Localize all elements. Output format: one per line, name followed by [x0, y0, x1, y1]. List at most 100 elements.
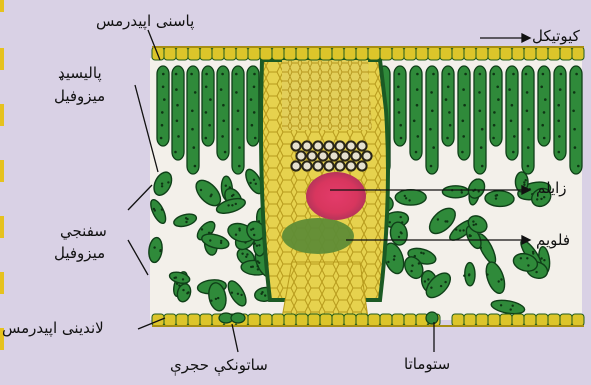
tissue-group	[148, 47, 584, 326]
chloroplast	[500, 304, 502, 306]
chloroplast	[536, 198, 538, 200]
chloroplast	[258, 244, 260, 246]
chloroplast	[253, 73, 256, 76]
lower-epidermis-cell	[536, 314, 548, 326]
chloroplast	[462, 88, 465, 91]
chloroplast	[194, 91, 197, 94]
palisade-cell	[570, 66, 582, 174]
chloroplast	[217, 297, 219, 299]
upper-epidermis-cell	[416, 47, 428, 60]
chloroplast	[251, 124, 254, 127]
chloroplast	[253, 234, 255, 236]
chloroplast	[182, 278, 184, 280]
lower-epidermis-cell	[272, 314, 284, 326]
palisade-cell	[490, 66, 502, 146]
label-upper-epidermis: پاسنی اپیدرمس	[96, 12, 194, 31]
chloroplast	[393, 255, 395, 257]
upper-epidermis-cell	[248, 47, 260, 60]
chloroplast	[413, 120, 416, 123]
chloroplast	[393, 258, 395, 260]
chloroplast	[492, 137, 495, 140]
upper-epidermis-cell	[404, 47, 416, 60]
upper-epidermis-cell	[464, 47, 476, 60]
chloroplast	[200, 189, 202, 191]
upper-epidermis-cell	[560, 47, 572, 60]
label-spongy-line1: سفنجي	[60, 222, 107, 241]
chloroplast	[444, 281, 446, 283]
upper-epidermis-cell	[548, 47, 560, 60]
chloroplast	[496, 86, 499, 89]
upper-epidermis-cell	[284, 47, 296, 60]
chloroplast	[558, 151, 561, 154]
chloroplast	[404, 195, 406, 197]
chloroplast	[253, 111, 256, 114]
lower-epidermis-cell	[380, 314, 392, 326]
chloroplast	[238, 165, 241, 168]
chloroplast	[175, 88, 178, 91]
chloroplast	[175, 73, 178, 76]
upper-epidermis-cell	[440, 47, 452, 60]
chloroplast	[446, 137, 449, 140]
chloroplast	[205, 73, 208, 76]
chloroplast	[190, 73, 193, 76]
chloroplast	[462, 135, 465, 138]
lower-epidermis-cell	[296, 314, 308, 326]
chloroplast	[543, 111, 546, 114]
palisade-cell	[522, 66, 534, 174]
lower-epidermis-cell	[500, 314, 512, 326]
upper-epidermis-cell	[296, 47, 308, 60]
chloroplast	[161, 185, 163, 187]
chloroplast	[237, 110, 240, 113]
spongy-cell	[442, 186, 468, 198]
chloroplast	[577, 165, 580, 168]
arrowhead	[522, 34, 530, 42]
chloroplast	[520, 257, 522, 259]
upper-epidermis-cell	[368, 47, 380, 60]
chloroplast	[253, 179, 255, 181]
lower-epidermis-cell	[344, 314, 356, 326]
chloroplast	[201, 228, 203, 230]
chloroplast	[162, 73, 165, 76]
label-guard-cells: ساتونکې حجرې	[170, 356, 268, 375]
palisade-cell	[172, 66, 184, 160]
upper-epidermis-cell	[392, 47, 404, 60]
chloroplast	[437, 218, 439, 220]
chloroplast	[161, 124, 164, 127]
chloroplast	[424, 280, 426, 282]
chloroplast	[496, 194, 498, 196]
chloroplast	[235, 203, 237, 205]
chloroplast	[462, 120, 465, 123]
label-palisade-line2: میزوفیل	[54, 87, 105, 106]
palisade-cell	[187, 66, 199, 174]
chloroplast	[573, 128, 576, 131]
chloroplast	[541, 124, 544, 127]
chloroplast	[182, 289, 184, 291]
chloroplast	[225, 185, 227, 187]
chloroplast	[527, 146, 530, 149]
label-cuticle: کیوتیکل	[532, 27, 580, 46]
upper-epidermis-cell	[212, 47, 224, 60]
chloroplast	[235, 91, 238, 94]
midrib-lower-collenchyma	[282, 262, 368, 318]
label-stoma: ستوماتا	[404, 355, 450, 374]
chloroplast	[431, 110, 434, 113]
chloroplast	[464, 73, 467, 76]
label-phloem: فلویم	[536, 231, 570, 250]
chloroplast	[478, 91, 481, 94]
chloroplast	[191, 128, 194, 131]
chloroplast	[418, 262, 420, 264]
chloroplast	[253, 86, 256, 89]
chloroplast	[540, 198, 542, 200]
lower-epidermis-cell	[464, 314, 476, 326]
lower-epidermis-cell	[200, 314, 212, 326]
chloroplast	[153, 246, 155, 248]
chloroplast	[459, 229, 461, 231]
chloroplast	[526, 257, 528, 259]
chloroplast	[573, 91, 576, 94]
chloroplast	[208, 124, 211, 127]
upper-epidermis-cell	[524, 47, 536, 60]
chloroplast	[558, 135, 561, 138]
chloroplast	[241, 253, 243, 255]
chloroplast	[542, 73, 545, 76]
